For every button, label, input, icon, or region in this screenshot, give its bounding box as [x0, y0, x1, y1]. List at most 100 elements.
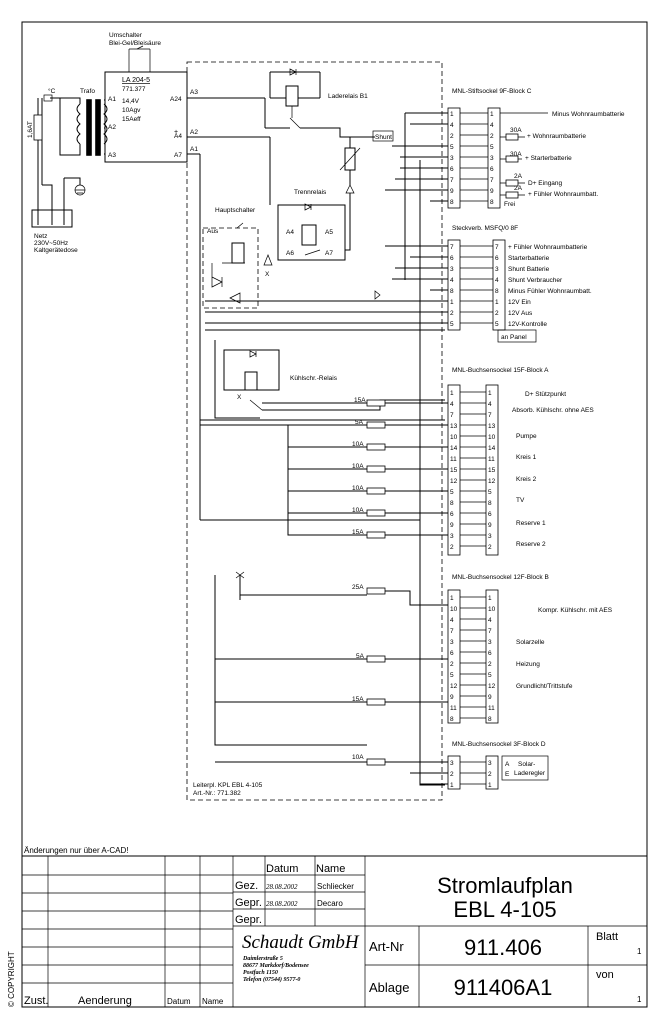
block-c-label-2: + Wohnraumbatterie: [527, 133, 586, 140]
block-c-pin: 1: [450, 111, 454, 118]
blockb-pin: 11: [450, 705, 457, 712]
block-a-fuse: 15A: [354, 397, 366, 404]
block-a-label: Reserve 2: [516, 541, 546, 548]
name-header: Name: [316, 863, 345, 875]
blocka-pin: 3: [488, 533, 492, 540]
block-d: MNL-Buchsensockel 3F-Block D 3 2 1 3 2 1…: [215, 741, 549, 790]
datum-header: Datum: [266, 863, 298, 875]
block-a-label: Pumpe: [516, 433, 537, 440]
drawing-title-1: Stromlaufplan: [437, 873, 573, 898]
switch-title-1: Umschalter: [109, 32, 143, 39]
block-c-fuse-4: 2A: [514, 185, 523, 192]
company-addr-4: Telefon (07544) 9577-0: [243, 976, 300, 983]
title-block: Änderungen nur über A-CAD! Zust. Aenderu…: [22, 846, 647, 1007]
blocka-pin: 13: [450, 423, 458, 430]
block-d-pin: 3: [488, 760, 492, 767]
x-mark-2: X: [237, 394, 242, 401]
blocka-pin: 4: [488, 401, 492, 408]
block-c-label-3: + Starterbatterie: [525, 155, 572, 162]
kuehl-relais-label: Kühlschr.-Relais: [290, 375, 338, 382]
aenderung-note: Änderungen nur über A-CAD!: [24, 846, 129, 855]
line-a3: A3: [190, 89, 198, 96]
blockb-pin: 10: [488, 606, 496, 613]
charger-spec-1: 14,4V: [122, 98, 140, 105]
trenn-pin-a7: A7: [325, 250, 333, 257]
msfq-label: Minus Fühler Wohnraumbatt.: [508, 288, 592, 295]
msfq-pin: 4: [495, 277, 499, 284]
blockb-pin: 3: [450, 639, 454, 646]
block-d-title: MNL-Buchsensockel 3F-Block D: [452, 741, 546, 748]
shunt-label: Shunt: [375, 134, 392, 141]
block-d-pin: 3: [450, 760, 454, 767]
block-b-label: Kompr. Kühlschr. mit AES: [538, 607, 613, 614]
blockb-pin: 12: [488, 683, 496, 690]
sheet-frame: [21, 21, 648, 1008]
msfq-label: Shunt Verbraucher: [508, 277, 563, 284]
mains-fuse: 1,6AT: [27, 121, 34, 138]
von-label: von: [596, 969, 614, 981]
blocka-pin: 14: [488, 445, 496, 452]
company-addr-2: 88677 Markdorf/Bodensee: [243, 963, 309, 969]
gepr2-label: Gepr.: [235, 914, 262, 926]
block-a-label: Kreis 1: [516, 454, 537, 461]
blockb-pin: 7: [488, 628, 492, 635]
block-a-fuse: 10A: [352, 507, 364, 514]
msfq-label: Starterbatterie: [508, 255, 550, 262]
block-a-fuse: 10A: [352, 441, 364, 448]
company-name: Schaudt GmbH: [242, 932, 360, 953]
charger-pin-a1: A1: [108, 96, 116, 103]
blockb-pin: 12: [450, 683, 458, 690]
blockb-pin: 8: [450, 716, 454, 723]
zust-label: Zust.: [24, 995, 48, 1007]
blockb-pin: 1: [488, 595, 492, 602]
datum-label-2: Datum: [167, 997, 191, 1006]
block-a-fuse: 10A: [352, 485, 364, 492]
blocka-pin: 10: [450, 434, 458, 441]
block-b-label: Solarzelle: [516, 639, 545, 646]
aus-label: Aus: [207, 228, 219, 235]
msfq-label: 12V-Kontrolle: [508, 321, 547, 328]
blockb-pin: 5: [450, 672, 454, 679]
blocka-pin: 6: [488, 511, 492, 518]
charger-pin-a4: A4: [174, 133, 182, 140]
company-addr-1: Daimlerstraße 5: [242, 956, 283, 962]
block-a-label: Absorb. Kühlschr. ohne AES: [512, 407, 594, 414]
company-addr-3: Postfach 1150: [243, 970, 278, 976]
blockb-pin: 2: [450, 661, 454, 668]
block-c-pin: 8: [490, 199, 494, 206]
block-c-pin: 7: [490, 177, 494, 184]
blockb-pin: 7: [450, 628, 454, 635]
blocka-pin: 5: [488, 489, 492, 496]
gepr-date: 28.08.2002: [266, 900, 298, 908]
block-d-regler-1: Solar-: [518, 761, 535, 768]
msfq-title: Steckverb. MSFQ/0 8F: [452, 225, 518, 232]
kuehl-relais: Kühlschr.-Relais X: [223, 349, 338, 411]
hauptschalter-label: Hauptschalter: [215, 207, 256, 214]
block-d-e: E: [505, 771, 510, 778]
gepr-label: Gepr.: [235, 897, 262, 909]
block-d-regler-2: Laderegler: [514, 770, 546, 777]
block-c-fuse-1: 30A: [510, 127, 522, 134]
block-d-a: A: [505, 761, 510, 768]
msfq-pin: 6: [495, 255, 499, 262]
block-a-label: Kreis 2: [516, 476, 537, 483]
block-c-fuse-3: 2A: [514, 173, 523, 180]
block-c-pin: 4: [490, 122, 494, 129]
blockb-pin: 6: [450, 650, 454, 657]
block-c-fuse-2: 30A: [510, 151, 522, 158]
artnr-value: 911.406: [464, 935, 542, 960]
msfq-panel: an Panel: [501, 334, 527, 341]
line-a1: A1: [190, 146, 198, 153]
blocka-pin: 6: [450, 511, 454, 518]
x-mark: X: [265, 271, 270, 278]
ablage-label: Ablage: [369, 980, 409, 995]
charger-part: 771.377: [122, 86, 146, 93]
msfq-pin: 8: [495, 288, 499, 295]
gez-label: Gez.: [235, 880, 258, 892]
mains-label-2: 230V~50Hz: [34, 240, 68, 247]
line-a2: A2: [190, 129, 198, 136]
blockb-pin: 3: [488, 639, 492, 646]
blocka-pin: 4: [450, 401, 454, 408]
block-b-label: Heizung: [516, 661, 540, 668]
